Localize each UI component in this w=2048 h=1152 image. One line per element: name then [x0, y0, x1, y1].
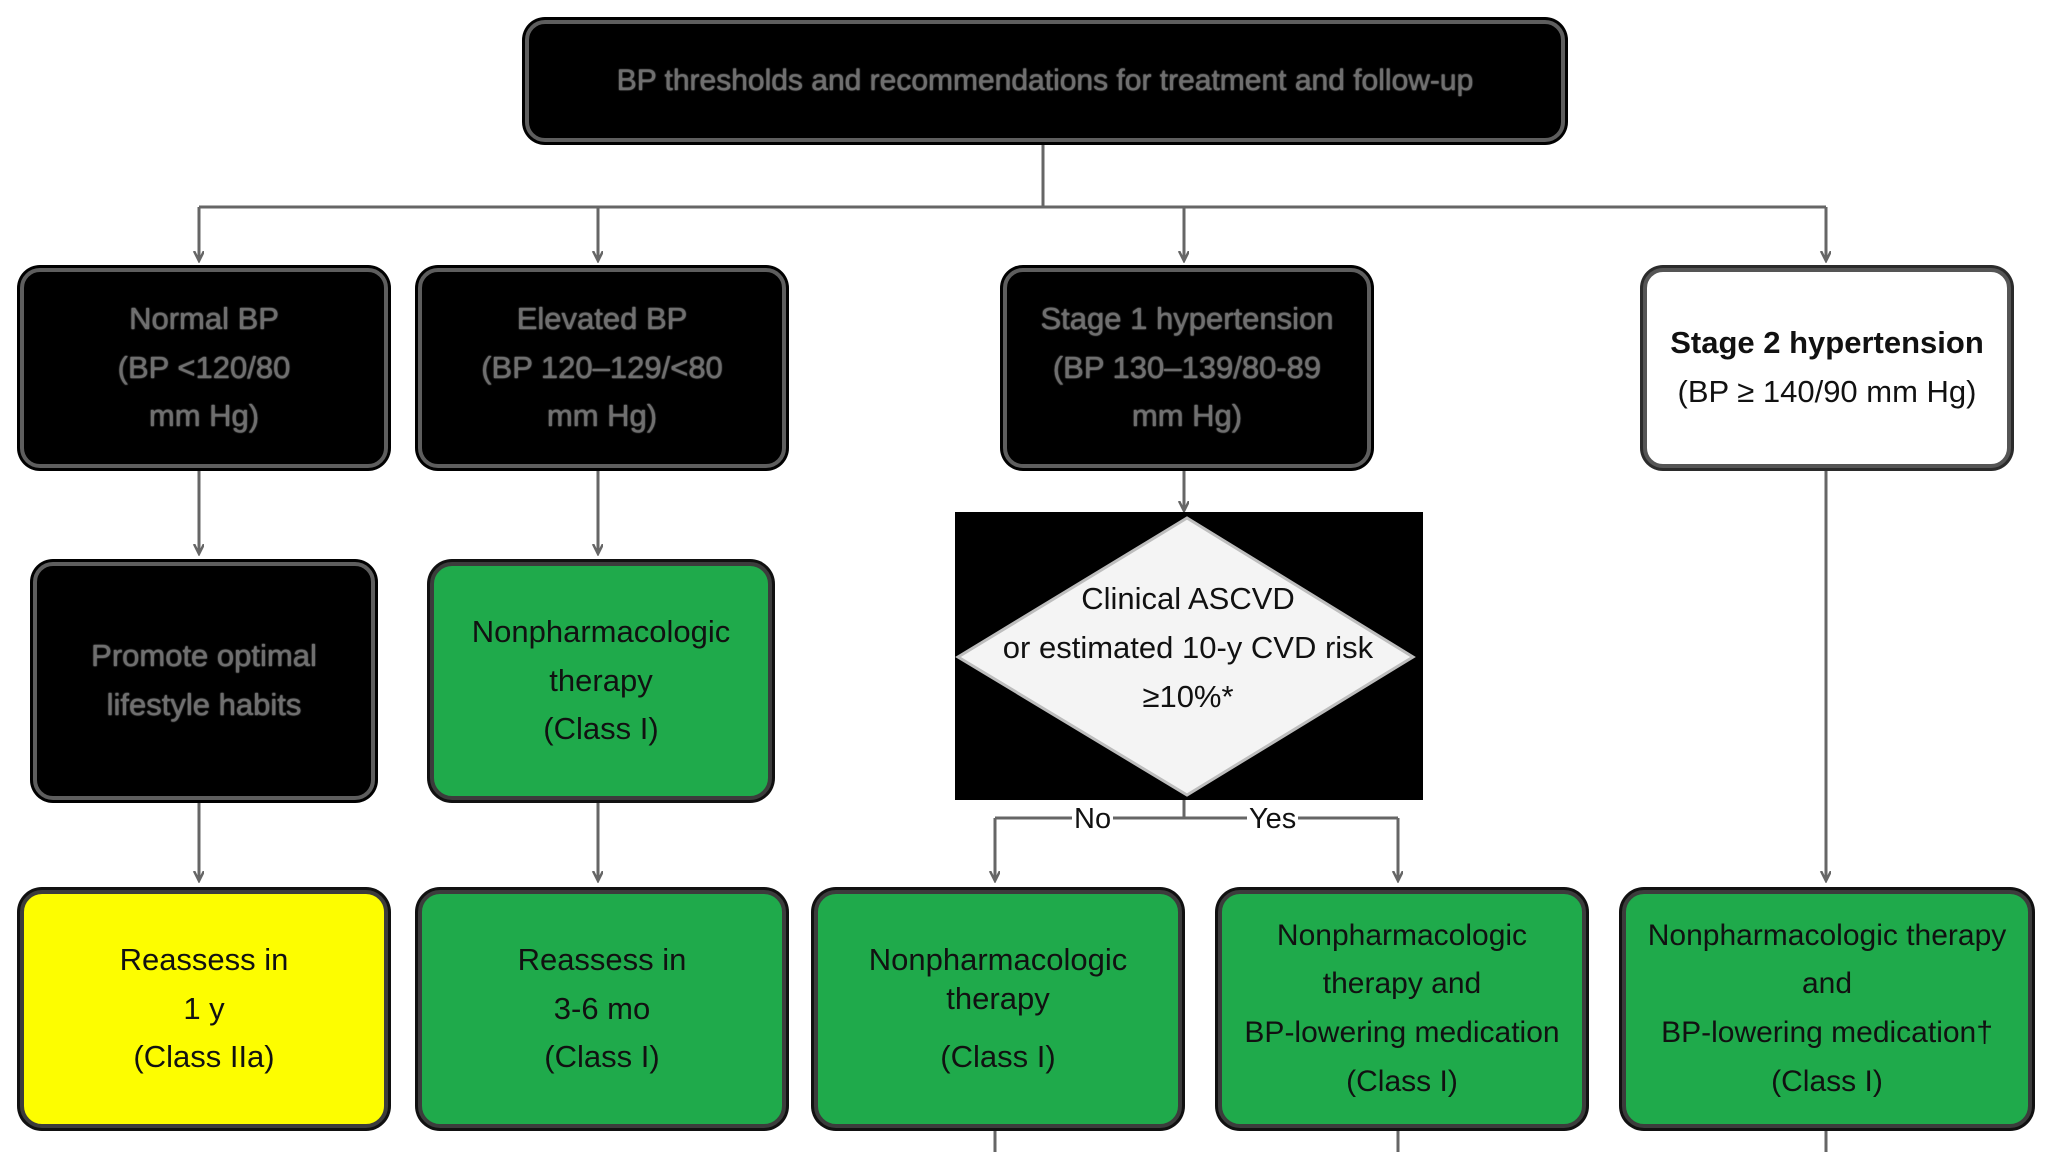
elevated-reassess-interval: 3-6 mo: [553, 990, 651, 1026]
lifestyle-box: Promote optimal lifestyle habits: [33, 562, 375, 800]
stage2-treatment-box: Nonpharmacologic therapy and BP-lowering…: [1622, 890, 2032, 1128]
decision-line1: Clinical ASCVD: [1081, 581, 1295, 616]
stage1-no-class: (Class I): [940, 1039, 1056, 1075]
stage1-yes-line1: Nonpharmacologic: [1276, 918, 1528, 952]
stage1-label: Stage 1 hypertension: [1040, 300, 1334, 336]
normal-bp-label: Normal BP: [129, 300, 279, 336]
elevated-bp-label: Elevated BP: [516, 300, 688, 336]
stage1-yes-treatment-box: Nonpharmacologic therapy and BP-lowering…: [1218, 890, 1586, 1128]
title-text: BP thresholds and recommendations for tr…: [616, 64, 1474, 98]
lifestyle-line1: Promote optimal: [91, 638, 317, 674]
stage2-treatment-line3: BP-lowering medication†: [1661, 1016, 1993, 1049]
stage1-range: (BP 130–139/80-89: [1052, 349, 1322, 385]
stage2-treatment-class: (Class I): [1771, 1064, 1883, 1098]
elevated-therapy-line1: Nonpharmacologic: [471, 613, 731, 649]
decision-text: Clinical ASCVD or estimated 10-y CVD ris…: [968, 575, 1408, 722]
decision-diamond: [955, 516, 1416, 797]
lifestyle-line2: lifestyle habits: [106, 687, 302, 722]
flowchart-title: BP thresholds and recommendations for tr…: [525, 20, 1565, 142]
stage1-yes-class: (Class I): [1346, 1064, 1458, 1098]
stage1-no-line1: Nonpharmacologic: [868, 941, 1128, 977]
elevated-bp-range: (BP 120–129/<80: [481, 349, 723, 385]
stage2-treatment-line2: and: [1801, 967, 1853, 1001]
normal-reassess-line1: Reassess in: [119, 941, 289, 977]
normal-bp-box: Normal BP (BP <120/80 mm Hg): [20, 268, 388, 468]
yes-branch-label: Yes: [1247, 802, 1299, 837]
elevated-reassess-line1: Reassess in: [517, 941, 687, 977]
stage2-treatment-line1: Nonpharmacologic therapy: [1647, 918, 2007, 952]
elevated-bp-unit: mm Hg): [546, 398, 658, 434]
stage1-no-treatment-box: Nonpharmacologic therapy (Class I): [814, 890, 1182, 1128]
normal-reassess-box: Reassess in 1 y (Class IIa): [20, 890, 388, 1128]
normal-bp-range: (BP <120/80: [117, 349, 291, 385]
normal-reassess-class: (Class IIa): [133, 1039, 275, 1075]
elevated-therapy-class: (Class I): [543, 711, 659, 747]
no-branch-label: No: [1072, 802, 1114, 837]
stage1-yes-line3: BP-lowering medication: [1244, 1016, 1560, 1049]
elevated-reassess-box: Reassess in 3-6 mo (Class I): [418, 890, 786, 1128]
elevated-therapy-line2: therapy: [549, 662, 653, 698]
elevated-therapy-box: Nonpharmacologic therapy (Class I): [430, 562, 772, 800]
normal-reassess-interval: 1 y: [183, 990, 225, 1026]
stage2-label: Stage 2 hypertension: [1670, 325, 1984, 361]
stage1-hypertension-box: Stage 1 hypertension (BP 130–139/80-89 m…: [1003, 268, 1371, 468]
decision-line3: ≥10%*: [1142, 678, 1234, 714]
normal-bp-unit: mm Hg): [148, 398, 260, 434]
elevated-bp-box: Elevated BP (BP 120–129/<80 mm Hg): [418, 268, 786, 468]
stage2-range: (BP ≥ 140/90 mm Hg): [1677, 374, 1977, 409]
stage1-unit: mm Hg): [1131, 398, 1243, 434]
stage2-hypertension-box: Stage 2 hypertension (BP ≥ 140/90 mm Hg): [1643, 268, 2011, 468]
stage1-no-line2: therapy: [946, 980, 1050, 1016]
decision-line2: or estimated 10-y CVD risk: [1002, 629, 1374, 665]
elevated-reassess-class: (Class I): [544, 1039, 660, 1075]
stage1-yes-line2: therapy and: [1322, 967, 1482, 1001]
